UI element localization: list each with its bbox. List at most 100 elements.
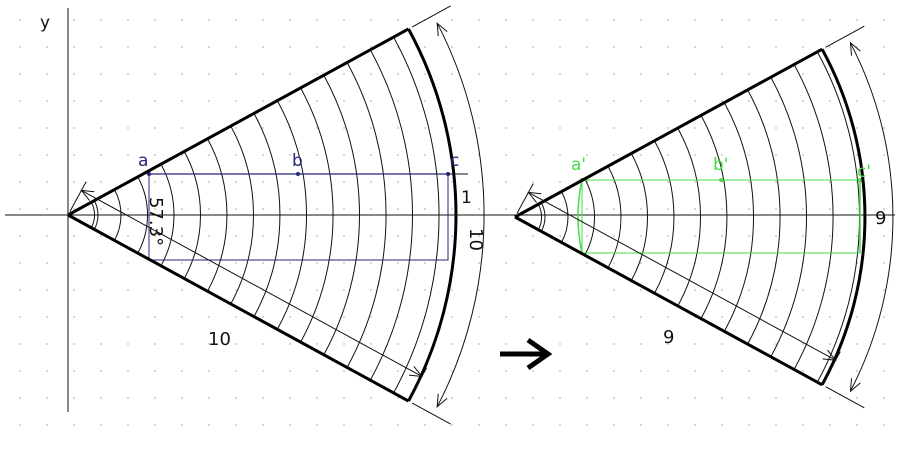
grid-dot bbox=[46, 343, 48, 345]
grid-dot bbox=[424, 127, 426, 129]
grid-dot bbox=[46, 316, 48, 318]
left-sector: a b c 57.3° 1 10 10 bbox=[67, 5, 486, 425]
extension-line-bottom bbox=[825, 386, 865, 409]
grid-dot bbox=[505, 262, 507, 264]
grid-dot bbox=[154, 181, 156, 183]
grid-dot bbox=[883, 208, 885, 210]
grid-dot bbox=[478, 19, 480, 21]
grid-dot bbox=[208, 127, 210, 129]
radius-arrow-start bbox=[527, 191, 542, 203]
grid-dot bbox=[451, 370, 453, 372]
grid-dot bbox=[46, 73, 48, 75]
grid-dot bbox=[316, 19, 318, 21]
grid-dot bbox=[343, 73, 345, 75]
grid-dot bbox=[316, 316, 318, 318]
arc-arrow-bottom bbox=[849, 378, 861, 393]
grid-dot bbox=[73, 289, 75, 291]
grid-dot bbox=[721, 19, 723, 21]
grid-dot bbox=[532, 181, 534, 183]
grid-dot bbox=[613, 208, 615, 210]
grid-dot bbox=[127, 235, 129, 237]
grid-dot bbox=[19, 73, 21, 75]
concentric-arc bbox=[723, 102, 754, 332]
left-blue-rectangle bbox=[147, 172, 450, 261]
grid-dot bbox=[532, 73, 534, 75]
grid-dot bbox=[343, 46, 345, 48]
grid-dot bbox=[640, 235, 642, 237]
radius-dimension-line bbox=[81, 189, 423, 377]
grid-dot bbox=[181, 127, 183, 129]
grid-dot bbox=[181, 100, 183, 102]
grid-dot bbox=[829, 397, 831, 399]
point-b-prime-label: b' bbox=[713, 155, 728, 175]
grid-dot bbox=[127, 289, 129, 291]
arc-arrow-top bbox=[849, 41, 861, 56]
grid-dot bbox=[802, 397, 804, 399]
grid-dot bbox=[505, 289, 507, 291]
vertex-angle-arc bbox=[93, 200, 99, 230]
grid-dot bbox=[397, 181, 399, 183]
grid-dot bbox=[586, 424, 588, 426]
grid-dot bbox=[640, 397, 642, 399]
grid-dot bbox=[532, 316, 534, 318]
grid-dot bbox=[586, 235, 588, 237]
concentric-arc bbox=[537, 204, 542, 230]
upper-radius-edge bbox=[514, 47, 823, 219]
grid-dot bbox=[154, 343, 156, 345]
grid-dot bbox=[208, 424, 210, 426]
grid-dot bbox=[397, 235, 399, 237]
grid-dot bbox=[181, 235, 183, 237]
grid-dot bbox=[694, 424, 696, 426]
grid-dot bbox=[613, 235, 615, 237]
grid-dot bbox=[640, 343, 642, 345]
grid-dot bbox=[694, 154, 696, 156]
grid-dot bbox=[613, 397, 615, 399]
grid-dot bbox=[289, 316, 291, 318]
grid-dot bbox=[613, 127, 615, 129]
grid-dot bbox=[478, 46, 480, 48]
grid-dot bbox=[181, 19, 183, 21]
grid-dot bbox=[343, 235, 345, 237]
grid-dot bbox=[478, 397, 480, 399]
grid-dot bbox=[802, 370, 804, 372]
grid-dot bbox=[505, 19, 507, 21]
grid-dot bbox=[883, 424, 885, 426]
grid-dot bbox=[73, 424, 75, 426]
grid-dot bbox=[19, 154, 21, 156]
grid-dot bbox=[262, 19, 264, 21]
grid-dot bbox=[802, 181, 804, 183]
right-concentric-arcs bbox=[537, 51, 860, 383]
grid-dot bbox=[559, 46, 561, 48]
grid-dot bbox=[856, 370, 858, 372]
grid-dot bbox=[46, 100, 48, 102]
grid-dot bbox=[802, 289, 804, 291]
grid-dot bbox=[289, 370, 291, 372]
grid-dot bbox=[775, 397, 777, 399]
grid-dot bbox=[289, 235, 291, 237]
grid-dot bbox=[289, 262, 291, 264]
grid-dot bbox=[370, 154, 372, 156]
grid-dot bbox=[73, 100, 75, 102]
grid-dot bbox=[154, 370, 156, 372]
grid-dot bbox=[316, 235, 318, 237]
grid-dot bbox=[667, 397, 669, 399]
grid-dot bbox=[100, 289, 102, 291]
grid-dot bbox=[478, 262, 480, 264]
grid-dot bbox=[883, 19, 885, 21]
vertex-angle-arc bbox=[540, 202, 546, 232]
grid-dot bbox=[640, 289, 642, 291]
grid-dot bbox=[262, 343, 264, 345]
grid-dot bbox=[856, 154, 858, 156]
concentric-arc bbox=[90, 202, 95, 228]
grid-dot bbox=[505, 154, 507, 156]
grid-dot bbox=[370, 424, 372, 426]
grid-dot bbox=[748, 100, 750, 102]
grid-dot bbox=[505, 316, 507, 318]
grid-dot bbox=[316, 370, 318, 372]
grid-dot bbox=[424, 343, 426, 345]
grid-dot bbox=[19, 424, 21, 426]
grid-dot bbox=[829, 424, 831, 426]
grid-dot bbox=[478, 289, 480, 291]
grid-dot bbox=[694, 46, 696, 48]
grid-dot bbox=[181, 289, 183, 291]
